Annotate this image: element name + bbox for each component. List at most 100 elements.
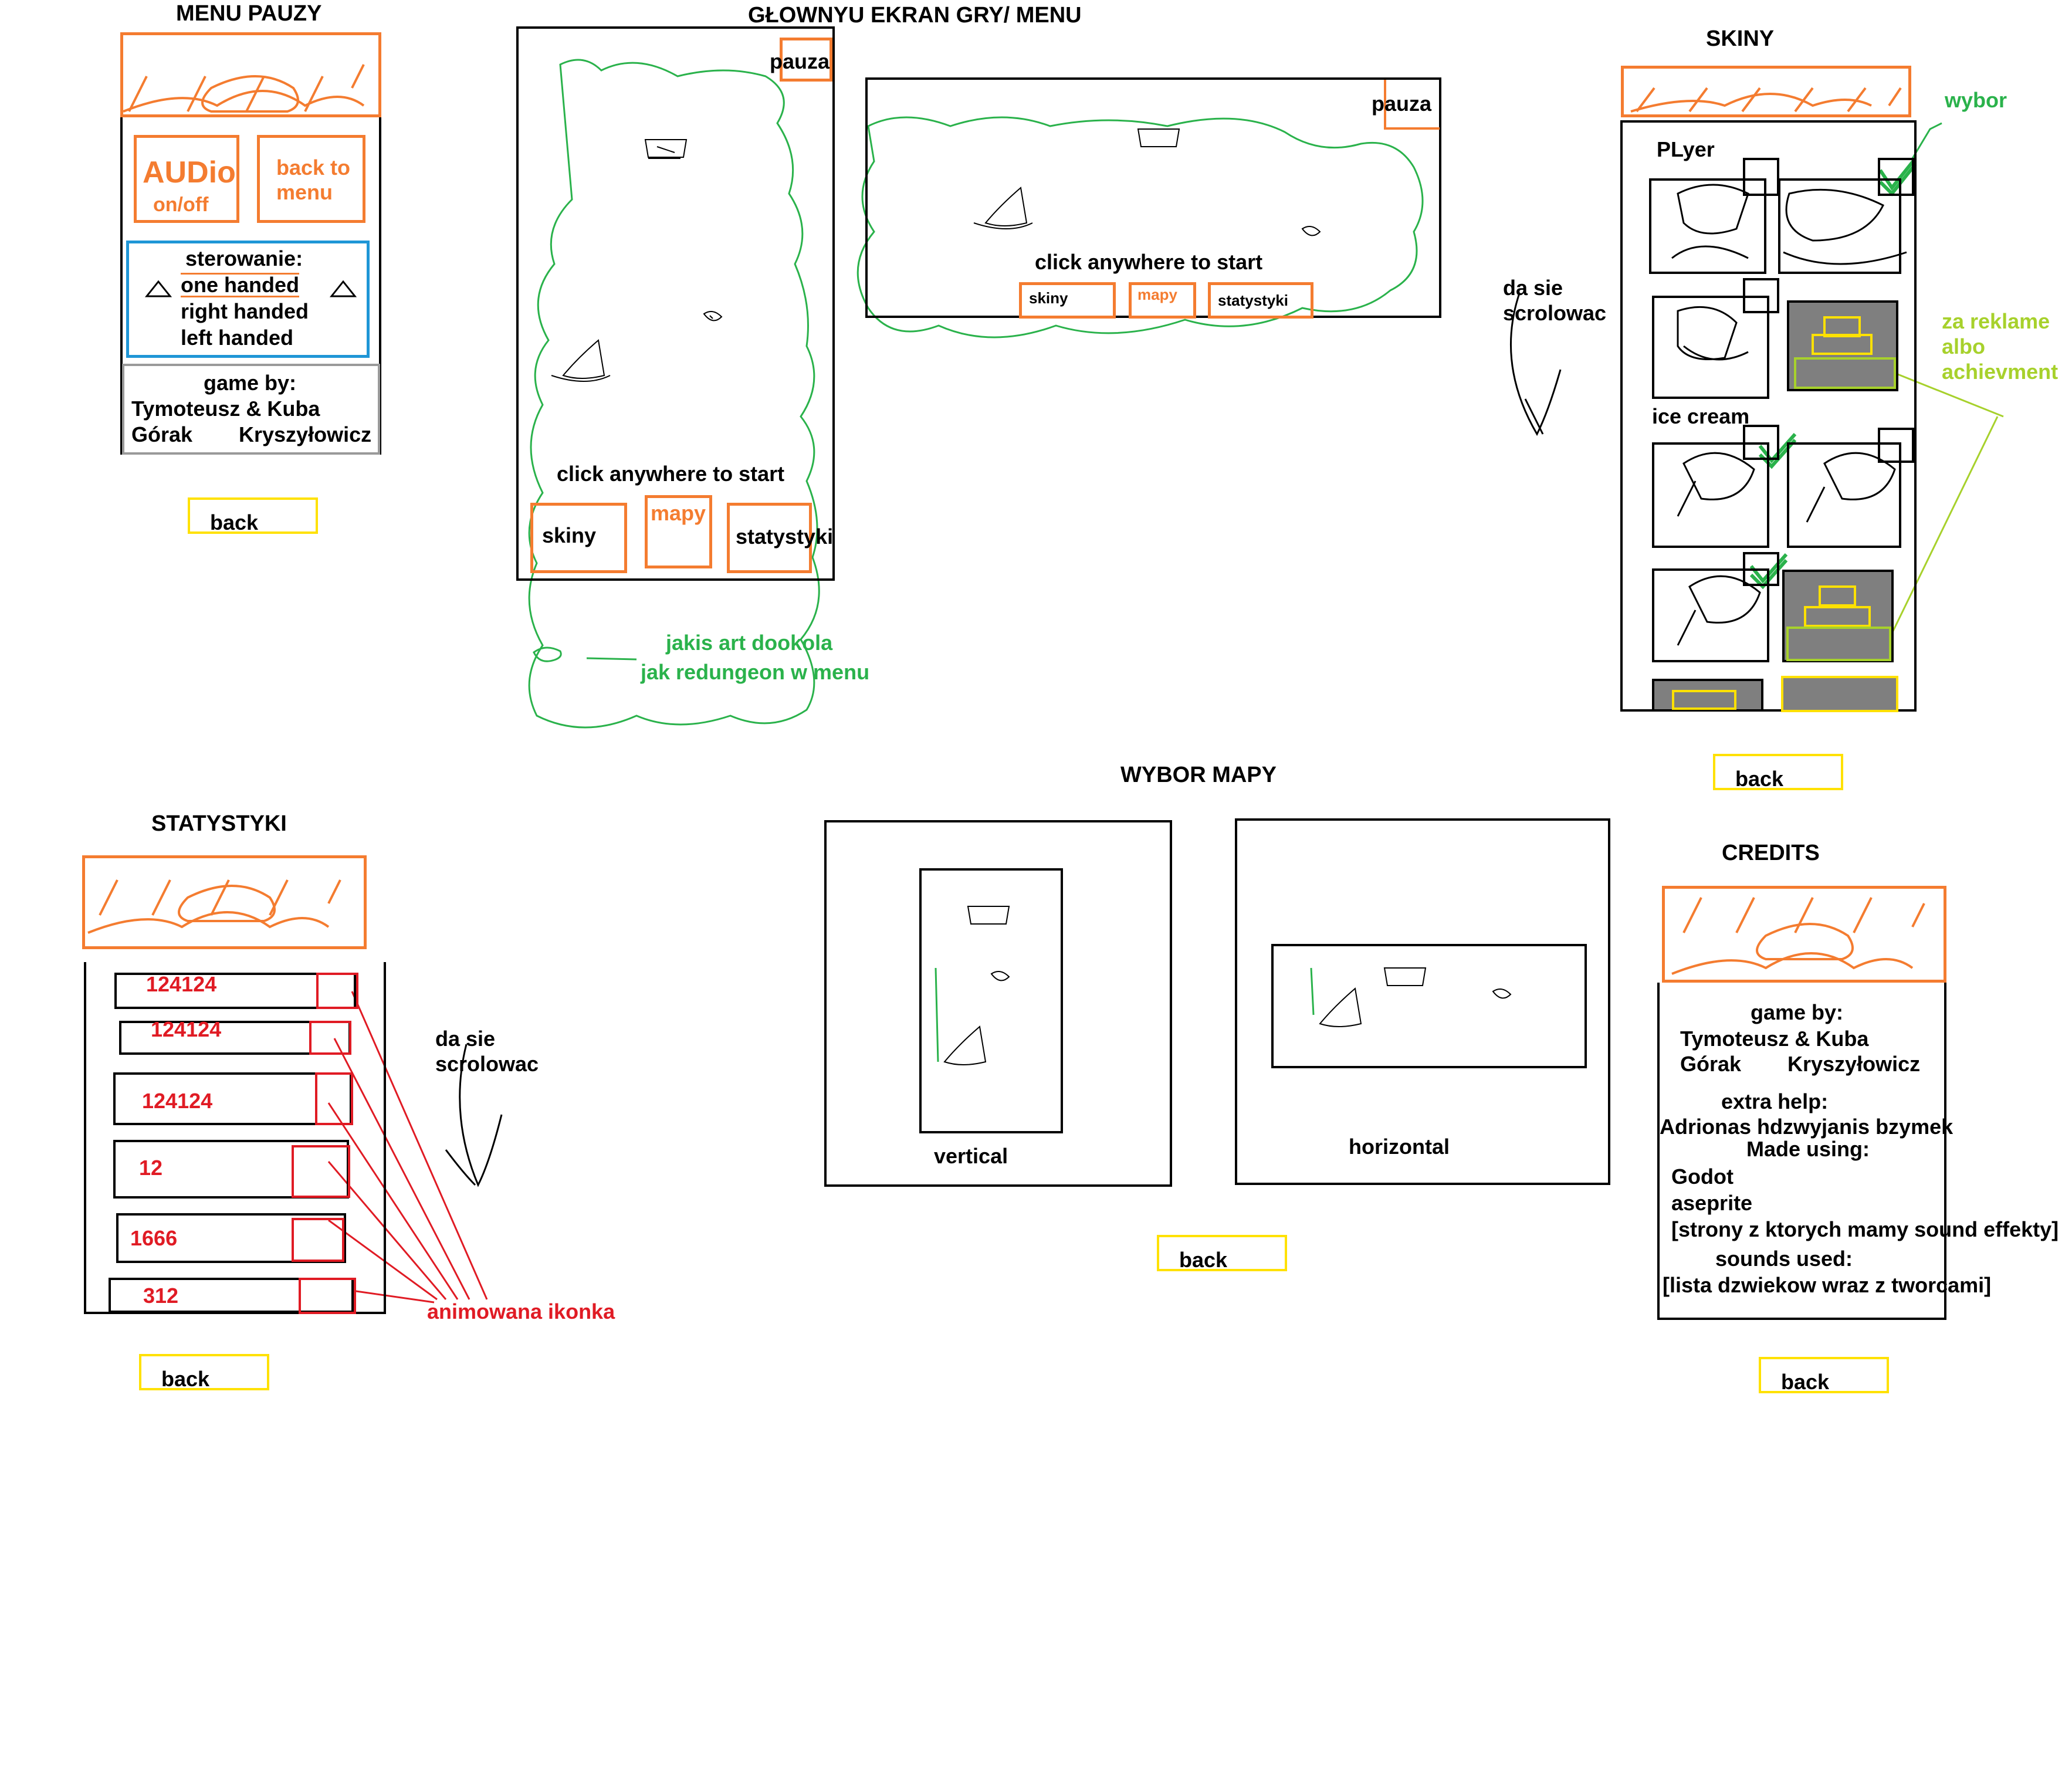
stat-row-6: 312 [109,1278,356,1314]
cake-icon [1786,585,1891,661]
pause-menu-title: MENU PAUZY [176,1,322,26]
credits-game-by: game by: [1751,1000,1844,1024]
stat-animated-icon [292,1218,344,1262]
locked-skin-1[interactable] [1787,300,1898,391]
back-to-menu-button[interactable]: back to menu [257,135,365,223]
skins-scroll-note-line1: da sie [1503,276,1563,300]
audio-state: on/off [153,194,209,216]
skin-select-box[interactable] [1743,425,1779,460]
pause-credits-box: game by: Tymoteusz & Kuba Górak Kryszyło… [122,364,380,455]
ice-cream-label: ice cream [1652,404,1750,428]
audio-toggle-button[interactable]: AUDio on/off [134,135,239,223]
credits-panel: game by: Tymoteusz & Kuba Górak Kryszyło… [1657,983,2059,1320]
art-note-line2: jak redungeon w menu [641,660,870,684]
control-option-right-handed[interactable]: right handed [181,299,309,323]
credits-authors-line2-right: Kryszyłowicz [1787,1052,1921,1076]
skin-select-box[interactable] [1743,552,1779,586]
map-back-button[interactable]: back [1157,1235,1287,1272]
map-select-title: WYBOR MAPY [1120,763,1277,787]
animated-icon-note: animowana ikonka [427,1299,615,1323]
pause-button[interactable]: pauza [770,38,832,82]
stats-button-horizontal[interactable]: statystyki [1208,282,1313,319]
map-vertical-label: vertical [934,1144,1008,1168]
stat-animated-icon [316,973,358,1009]
stat-value-6: 312 [143,1284,179,1308]
map-horizontal-label: horizontal [1349,1135,1450,1159]
credits-authors-line2-left: Górak [1680,1052,1742,1076]
selector-arrows-icon[interactable] [144,276,361,299]
stat-animated-icon [299,1278,356,1314]
control-option-left-handed[interactable]: left handed [181,326,294,350]
stat-animated-icon [292,1145,350,1198]
stat-row-3: 124124 [113,1072,353,1125]
art-note-line1: jakis art dookola [666,631,833,655]
stat-value-3: 124124 [142,1089,213,1113]
main-vertical-frame[interactable]: pauza click anywhere to start skiny mapy… [516,26,835,581]
skins-back-button[interactable]: back [1713,754,1843,791]
credits-back-label: back [1781,1370,1830,1394]
locked-note-line2: albo [1942,334,1986,358]
lock-marker [1672,690,1736,710]
stat-value-1: 124124 [146,972,217,996]
stat-row-1: 124124 [114,972,358,1009]
pause-credits-line2: Tymoteusz & Kuba [131,397,320,421]
skins-back-label: back [1735,767,1784,791]
pause-back-button[interactable]: back [188,497,318,534]
maps-button-label: mapy [651,501,706,525]
locked-skin-3[interactable] [1652,679,1763,712]
main-horizontal-frame[interactable]: pauza click anywhere to start skiny mapy… [865,77,1441,319]
credits-extra-help: extra help: [1721,1089,1829,1113]
stat-row-5: 1666 [116,1213,346,1263]
stats-scroll-note-line2: scrolowac [435,1052,539,1076]
map-vertical-preview [919,868,1063,1133]
credits-sounds-used: sounds used: [1715,1247,1853,1271]
stats-button-label: statystyki [736,524,834,549]
map-vertical-option[interactable]: vertical [824,820,1172,1187]
stat-value-4: 12 [139,1156,163,1180]
skins-scroll-note-line2: scrolowac [1503,301,1607,325]
locked-skin-2[interactable] [1782,570,1894,662]
skin-select-box[interactable] [1878,428,1914,463]
map-back-label: back [1179,1248,1228,1272]
stats-button[interactable]: statystyki [727,503,833,573]
control-option-one-handed[interactable]: one handed [181,273,300,297]
maps-button-horizontal[interactable]: mapy [1129,282,1196,319]
back-to-menu-line1: back to [276,155,351,180]
skins-button[interactable]: skiny [530,503,627,573]
skin-select-box[interactable] [1878,158,1914,196]
skins-header-art [1621,66,1911,117]
audio-label: AUDio [143,155,236,189]
skin-ice-cream-1[interactable] [1652,442,1769,548]
pause-credits-line3-right: Kryszyłowicz [239,422,372,446]
stats-scroll-note-line1: da sie [435,1027,496,1051]
credits-back-button[interactable]: back [1759,1357,1889,1394]
credits-sounds-list: [lista dzwiekow wraz z tworcami] [1663,1273,1992,1297]
skin-player-3[interactable] [1652,296,1769,399]
stat-row-2: 124124 [119,1017,351,1055]
skin-select-box[interactable] [1743,278,1779,313]
stats-title: STATYSTYKI [151,811,287,836]
start-hint: click anywhere to start [557,462,785,486]
skin-ice-cream-2[interactable] [1787,442,1901,548]
maps-button[interactable]: mapy [645,495,712,568]
stats-back-button[interactable]: back [139,1354,269,1391]
skins-title: SKINY [1706,26,1775,51]
stat-value-2: 124124 [151,1017,222,1041]
skins-button-horizontal[interactable]: skiny [1019,282,1116,319]
back-to-menu-line2: menu [276,180,333,204]
stat-value-5: 1666 [130,1226,178,1250]
skin-select-box[interactable] [1743,158,1779,196]
controls-title: sterowanie: [185,246,303,270]
credits-extra-help-names: Adrionas hdzwyjanis bzymek [1660,1115,1953,1139]
locked-skin-4[interactable] [1781,676,1898,712]
skin-player-1[interactable] [1649,178,1766,274]
map-horizontal-preview [1271,944,1587,1068]
controls-box: sterowanie: one handed right handed left… [126,241,370,358]
locked-note-line1: za reklame [1942,309,2050,333]
stats-header-art [82,855,367,949]
map-horizontal-option[interactable]: horizontal [1235,818,1610,1185]
pause-button-horizontal[interactable]: pauza [1372,80,1440,130]
choice-note: wybor [1945,88,2007,112]
skin-player-2[interactable] [1778,178,1901,274]
skin-ice-cream-3[interactable] [1652,568,1769,662]
